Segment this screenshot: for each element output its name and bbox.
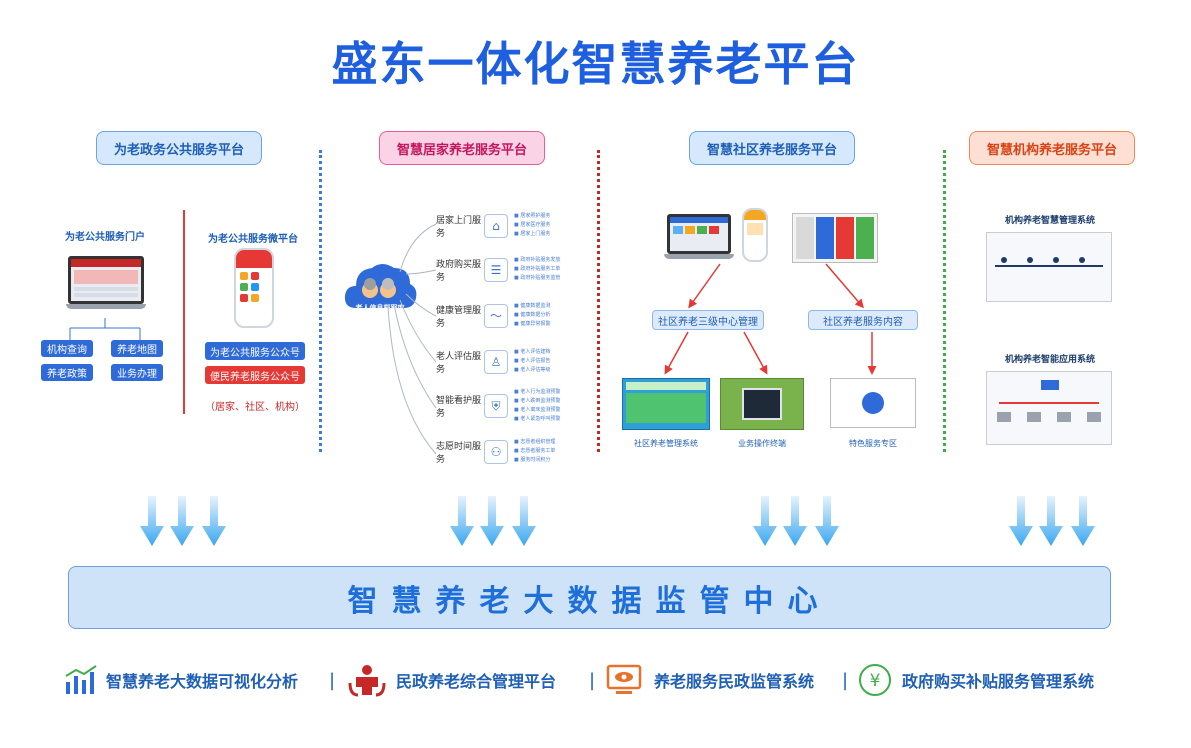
home-icon: ⌂ [484,213,508,238]
community-feature-image [830,378,916,428]
svc-volunteer-name: 志愿时间服务 [436,441,482,465]
svc-gov-purchase[interactable]: 政府购买服务 ☰ ■ 政府补贴服务发放 ■ 政府补贴服务工单 ■ 政府补贴服务监… [436,256,560,283]
community-mgmt-label[interactable]: 社区养老三级中心管理 [652,310,764,330]
divider-blue [319,150,322,452]
down-arrows [140,496,1095,546]
svc-smart-care-name: 智能看护服务 [436,396,482,419]
cloud-label: 老人信息档案库 [355,304,405,312]
svc-sub: ■ 老人评估等级 [514,367,551,373]
svc-sub: ■ 政府补贴服务工单 [514,266,561,272]
svc-assessment[interactable]: 老人评估服务 ♙ ■ 老人评估建档 ■ 老人评估报告 ■ 老人评估等级 [436,348,550,375]
svc-health[interactable]: 健康管理服务 〜 ■ 健康数据监测 ■ 健康数据分析 ■ 健康异常报警 [436,302,550,329]
svc-sub: ■ 居家医疗服务 [514,222,551,228]
yuan-icon: ¥ [859,664,891,696]
svc-sub: ■ 政府补贴服务发放 [514,257,561,263]
institution-sys2-label: 机构养老智能应用系统 [1004,355,1095,365]
footer-item-visualization[interactable]: 智慧养老大数据可视化分析 [64,662,298,698]
svc-sub: ■ 服务时间积分 [514,457,551,463]
institution-sys1-image [986,232,1112,302]
footer-item-civil-platform[interactable]: 民政养老综合管理平台 [348,662,556,698]
svc-sub: ■ 居家照护服务 [514,213,551,219]
people-icon: ⚇ [484,439,508,464]
svc-assessment-name: 老人评估服务 [436,351,482,375]
header-institution-platform[interactable]: 智慧机构养老服务平台 [969,131,1135,165]
svc-sub: ■ 志愿者组织管理 [514,439,556,445]
bar-chart-icon [65,665,97,694]
btn-business[interactable]: 业务办理 [111,364,163,381]
community-red-arrows [664,263,877,375]
data-center-bar[interactable]: 智慧养老大数据监管中心 [68,566,1111,629]
svc-sub: ■ 政府补贴服务监管 [514,275,561,281]
btn-elder-map[interactable]: 养老地图 [111,340,163,357]
svc-health-name: 健康管理服务 [436,305,482,329]
caption-feature: 特色服务专区 [849,439,897,448]
elder-care-icon [348,665,386,697]
svc-sub: ■ 老人评估建档 [514,349,551,355]
svc-sub: ■ 老人评估报告 [514,358,551,364]
cloud-icon [344,264,417,308]
home-fan-lines [387,223,437,455]
footer-separator: | [589,669,596,691]
svc-sub: ■ 老人跌倒监测预警 [514,398,561,404]
institution-sys2-image [986,371,1112,445]
footer-label: 养老服务民政监管系统 [654,672,815,691]
svc-sub: ■ 老人离床监测预警 [514,407,561,413]
page-title: 盛东一体化智慧养老平台 [331,37,860,91]
btn-gov-official-account[interactable]: 为老公共服务公众号 [205,342,305,360]
portal-label: 为老公共服务门户 [65,232,145,243]
footer-item-supervision[interactable]: 养老服务民政监管系统 [606,662,814,698]
community-floorplan-image [792,213,878,263]
institution-sys1-label: 机构养老智慧管理系统 [1004,216,1095,226]
svc-sub: ■ 老人紧急呼叫预警 [514,416,561,422]
monitor-eye-icon [606,664,642,694]
svg-text:¥: ¥ [870,671,881,691]
shield-icon: ⛨ [484,394,508,418]
header-gov-platform[interactable]: 为老政务公共服务平台 [96,131,262,165]
svc-sub: ■ 志愿者服务工单 [514,448,556,454]
community-laptop-image [664,214,734,259]
list-icon: ☰ [484,257,508,282]
footer-label: 智慧养老大数据可视化分析 [106,672,299,691]
btn-elder-policy[interactable]: 养老政策 [41,364,93,381]
svc-sub: ■ 健康数据分析 [514,312,551,318]
micro-label: 为老公共服务微平台 [208,234,298,245]
portal-connector-lines [69,318,141,340]
btn-institution-query[interactable]: 机构查询 [41,340,93,357]
community-system-image [622,378,710,430]
svc-smart-care[interactable]: 智能看护服务 ⛨ ■ 老人行为监测预警 ■ 老人跌倒监测预警 ■ 老人离床监测预… [436,388,560,424]
caption-system: 社区养老管理系统 [634,439,698,448]
svc-sub: ■ 老人行为监测预警 [514,389,561,395]
community-terminal-image [720,378,804,430]
svc-volunteer[interactable]: 志愿时间服务 ⚇ ■ 志愿者组织管理 ■ 志愿者服务工单 ■ 服务时间积分 [436,438,555,465]
footer-separator: | [842,669,849,691]
gov-red-divider [183,210,185,414]
portal-laptop-image [66,256,146,309]
caption-terminal: 业务操作终端 [738,439,786,448]
footer-separator: | [329,669,336,691]
header-community-platform[interactable]: 智慧社区养老服务平台 [689,131,855,165]
header-home-platform[interactable]: 智慧居家养老服务平台 [379,131,545,165]
svc-gov-purchase-name: 政府购买服务 [436,259,482,283]
svc-home-visit-name: 居家上门服务 [436,215,482,239]
svc-sub: ■ 健康数据监测 [514,303,551,309]
btn-civil-official-account[interactable]: 便民养老服务公众号 [205,366,305,384]
svc-sub: ■ 居家上门服务 [514,231,551,237]
heartbeat-icon: 〜 [484,303,508,328]
micro-note: （居家、社区、机构） [205,402,305,413]
divider-red [597,150,600,452]
community-content-label[interactable]: 社区养老服务内容 [808,310,918,330]
footer-label: 民政养老综合管理平台 [396,672,557,691]
divider-green [943,150,946,452]
micro-phone-image [234,248,274,328]
person-icon: ♙ [484,349,508,374]
community-phone-image [742,208,768,262]
footer-label: 政府购买补贴服务管理系统 [902,672,1095,691]
svc-home-visit[interactable]: 居家上门服务 ⌂ ■ 居家照护服务 ■ 居家医疗服务 ■ 居家上门服务 [436,212,550,239]
svc-sub: ■ 健康异常报警 [514,321,551,327]
footer-item-subsidy[interactable]: ¥ 政府购买补贴服务管理系统 [858,662,1094,698]
